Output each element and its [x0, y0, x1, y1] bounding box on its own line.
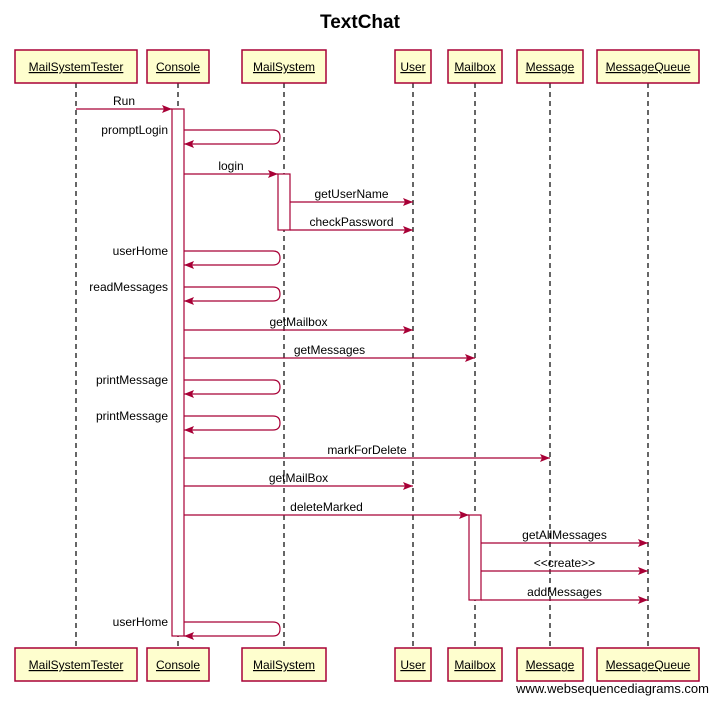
message-label: Run — [113, 94, 135, 108]
message-0: Run — [76, 94, 172, 113]
message-4: checkPassword — [290, 215, 413, 234]
message-10: printMessage — [96, 409, 281, 434]
activation-console — [171, 108, 185, 637]
activation-mailbox — [468, 514, 482, 601]
participant-box — [596, 647, 700, 682]
message-label: checkPassword — [309, 215, 393, 229]
activations — [171, 108, 482, 637]
participant-box — [394, 49, 432, 84]
participant-name: Message — [526, 658, 575, 672]
message-16: addMessages — [481, 585, 648, 604]
message-label: userHome — [113, 615, 169, 629]
footer-credit: www.websequencediagrams.com — [515, 681, 709, 696]
participant-box — [394, 647, 432, 682]
participant-box — [14, 49, 138, 84]
self-message-arrow — [184, 415, 281, 434]
message-label: readMessages — [89, 280, 168, 294]
participant-user-top: User — [394, 49, 432, 84]
message-11: markForDelete — [184, 443, 550, 462]
participant-name: Mailbox — [454, 658, 495, 672]
participant-name: User — [400, 658, 425, 672]
message-label: login — [218, 159, 243, 173]
participant-box — [516, 647, 584, 682]
participant-box — [14, 647, 138, 682]
participant-queue-bottom: MessageQueue — [596, 647, 700, 682]
participant-mailsystem-bottom: MailSystem — [241, 647, 327, 682]
participant-name: Mailbox — [454, 60, 495, 74]
message-15: <<create>> — [481, 556, 648, 575]
message-label: getAllMessages — [522, 528, 607, 542]
message-label: getUserName — [314, 187, 388, 201]
participant-box — [241, 647, 327, 682]
message-2: login — [184, 159, 278, 178]
participant-box — [596, 49, 700, 84]
participant-boxes: MailSystemTesterMailSystemTesterConsoleC… — [14, 49, 700, 682]
message-17: userHome — [113, 615, 281, 640]
message-9: printMessage — [96, 373, 281, 398]
participant-message-top: Message — [516, 49, 584, 84]
message-label: getMailBox — [269, 471, 328, 485]
activation-mailsystem — [277, 173, 291, 231]
participant-name: MessageQueue — [606, 658, 691, 672]
message-label: markForDelete — [327, 443, 407, 457]
message-5: userHome — [113, 244, 281, 269]
message-label: deleteMarked — [290, 500, 363, 514]
participant-box — [146, 647, 210, 682]
participant-console-top: Console — [146, 49, 210, 84]
message-6: readMessages — [89, 280, 281, 305]
messages: Run promptLogin login getUserName checkPassw… — [76, 94, 648, 640]
participant-tester-bottom: MailSystemTester — [14, 647, 138, 682]
participant-name: MessageQueue — [606, 60, 691, 74]
message-3: getUserName — [290, 187, 413, 206]
participant-box — [241, 49, 327, 84]
message-13: deleteMarked — [184, 500, 469, 519]
participant-name: Console — [156, 658, 200, 672]
message-label: promptLogin — [101, 123, 168, 137]
message-8: getMessages — [184, 343, 475, 362]
diagram-title: TextChat — [320, 12, 401, 33]
self-message-arrow — [184, 250, 281, 269]
participant-name: Message — [526, 60, 575, 74]
self-message-arrow — [184, 129, 281, 148]
self-message-arrow — [184, 379, 281, 398]
message-1: promptLogin — [101, 123, 281, 148]
message-label: getMessages — [294, 343, 365, 357]
participant-name: MailSystemTester — [29, 658, 124, 672]
participant-name: MailSystemTester — [29, 60, 124, 74]
message-7: getMailbox — [184, 315, 413, 334]
participant-mailsystem-top: MailSystem — [241, 49, 327, 84]
participant-message-bottom: Message — [516, 647, 584, 682]
participant-mailbox-top: Mailbox — [447, 49, 503, 84]
participant-box — [447, 647, 503, 682]
participant-name: User — [400, 60, 425, 74]
participant-name: Console — [156, 60, 200, 74]
message-12: getMailBox — [184, 471, 413, 490]
self-message-arrow — [184, 621, 281, 640]
message-label: getMailbox — [269, 315, 327, 329]
message-label: printMessage — [96, 409, 168, 423]
participant-box — [516, 49, 584, 84]
participant-user-bottom: User — [394, 647, 432, 682]
participant-name: MailSystem — [253, 658, 315, 672]
message-14: getAllMessages — [481, 528, 648, 547]
self-message-arrow — [184, 286, 281, 305]
participant-tester-top: MailSystemTester — [14, 49, 138, 84]
participant-mailbox-bottom: Mailbox — [447, 647, 503, 682]
message-label: <<create>> — [534, 556, 595, 570]
message-label: userHome — [113, 244, 169, 258]
participant-box — [146, 49, 210, 84]
participant-name: MailSystem — [253, 60, 315, 74]
participant-console-bottom: Console — [146, 647, 210, 682]
participant-queue-top: MessageQueue — [596, 49, 700, 84]
participant-box — [447, 49, 503, 84]
message-label: printMessage — [96, 373, 168, 387]
message-label: addMessages — [527, 585, 602, 599]
